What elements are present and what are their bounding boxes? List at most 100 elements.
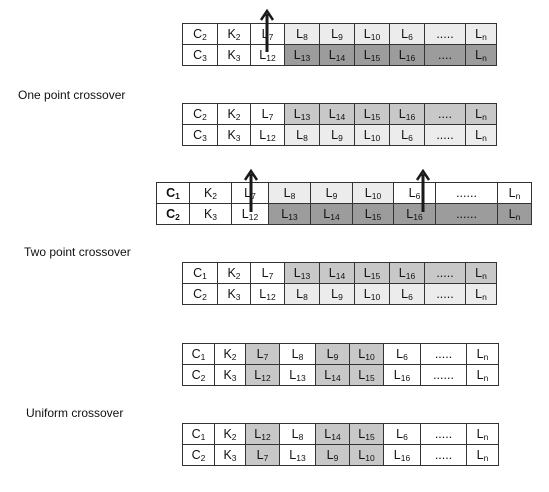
gene-cell: L8 <box>284 23 320 45</box>
gene-cell: K2 <box>217 103 251 125</box>
gene-cell: L7 <box>245 343 280 365</box>
gene-cell: K2 <box>214 423 246 445</box>
gene-cell: C3 <box>182 124 218 146</box>
gene-cell: C2 <box>156 203 190 225</box>
gene-cell: L10 <box>349 343 384 365</box>
gene-cell: Ln <box>466 364 499 386</box>
gene-cell: L14 <box>315 364 350 386</box>
gene-cell: L8 <box>284 124 320 146</box>
gene-cell: ..... <box>420 444 467 466</box>
gene-cell: ..... <box>420 423 467 445</box>
gene-cell: Ln <box>465 103 497 125</box>
gene-cell: K3 <box>214 444 246 466</box>
gene-cell: L9 <box>310 182 353 204</box>
gene-cell: L9 <box>315 444 350 466</box>
gene-cell: L10 <box>354 23 390 45</box>
gene-cell: L16 <box>389 262 425 284</box>
gene-cell: K2 <box>217 262 251 284</box>
gene-cell: K3 <box>217 44 251 66</box>
gene-cell: Ln <box>465 283 497 305</box>
gene-cell: L14 <box>319 44 355 66</box>
gene-cell: K3 <box>217 124 251 146</box>
gene-cell: L12 <box>245 423 280 445</box>
gene-cell: L16 <box>389 44 425 66</box>
gene-cell: C2 <box>182 444 215 466</box>
gene-cell: L8 <box>279 423 316 445</box>
uniform-crossover-label: Uniform crossover <box>26 406 124 420</box>
gene-cell: C1 <box>182 262 218 284</box>
gene-cell: L10 <box>354 283 390 305</box>
gene-cell: L15 <box>354 44 390 66</box>
gene-cell: L14 <box>319 103 355 125</box>
gene-cell: L6 <box>383 423 421 445</box>
gene-cell: L6 <box>389 23 425 45</box>
gene-cell: L13 <box>279 444 316 466</box>
gene-cell: Ln <box>465 262 497 284</box>
gene-cell: L15 <box>349 423 384 445</box>
gene-cell: Ln <box>497 203 532 225</box>
gene-cell: L12 <box>250 124 285 146</box>
gene-cell: L16 <box>383 444 421 466</box>
two-point-cut-arrow-right <box>415 168 431 212</box>
gene-cell: ..... <box>424 23 466 45</box>
gene-cell: C1 <box>182 423 215 445</box>
gene-cell: L9 <box>319 283 355 305</box>
gene-cell: .... <box>424 103 466 125</box>
gene-cell: K3 <box>189 203 232 225</box>
gene-cell: ..... <box>420 343 467 365</box>
gene-cell: ...... <box>420 364 467 386</box>
one-point-cut-arrow <box>259 8 275 52</box>
gene-cell: K2 <box>217 23 251 45</box>
gene-cell: L8 <box>284 283 320 305</box>
gene-cell: C1 <box>182 343 215 365</box>
gene-cell: K2 <box>214 343 246 365</box>
two-point-crossover-label: Two point crossover <box>24 245 131 259</box>
gene-cell: L10 <box>354 124 390 146</box>
gene-cell: L13 <box>279 364 316 386</box>
gene-cell: Ln <box>465 124 497 146</box>
gene-cell: K3 <box>214 364 246 386</box>
gene-cell: ..... <box>424 262 466 284</box>
gene-cell: L12 <box>250 44 285 66</box>
gene-cell: Ln <box>466 444 499 466</box>
gene-cell: C2 <box>182 364 215 386</box>
gene-cell: L10 <box>352 182 394 204</box>
gene-cell: L12 <box>245 364 280 386</box>
gene-cell: L15 <box>354 103 390 125</box>
gene-cell: L15 <box>354 262 390 284</box>
gene-cell: L6 <box>389 124 425 146</box>
gene-cell: L10 <box>349 444 384 466</box>
gene-cell: L9 <box>319 124 355 146</box>
gene-cell: L7 <box>250 262 285 284</box>
gene-cell: L16 <box>383 364 421 386</box>
gene-cell: C1 <box>156 182 190 204</box>
gene-cell: L16 <box>389 103 425 125</box>
gene-cell: Ln <box>465 23 497 45</box>
gene-cell: ...... <box>435 203 498 225</box>
gene-cell: C3 <box>182 44 218 66</box>
gene-cell: L15 <box>352 203 394 225</box>
gene-cell: .... <box>424 44 466 66</box>
gene-cell: Ln <box>466 343 499 365</box>
gene-cell: Ln <box>465 44 497 66</box>
gene-cell: L7 <box>245 444 280 466</box>
gene-cell: L6 <box>389 283 425 305</box>
gene-cell: ..... <box>424 283 466 305</box>
gene-cell: L13 <box>284 262 320 284</box>
gene-cell: L6 <box>383 343 421 365</box>
gene-cell: L14 <box>310 203 353 225</box>
gene-cell: L13 <box>268 203 311 225</box>
gene-cell: L9 <box>319 23 355 45</box>
